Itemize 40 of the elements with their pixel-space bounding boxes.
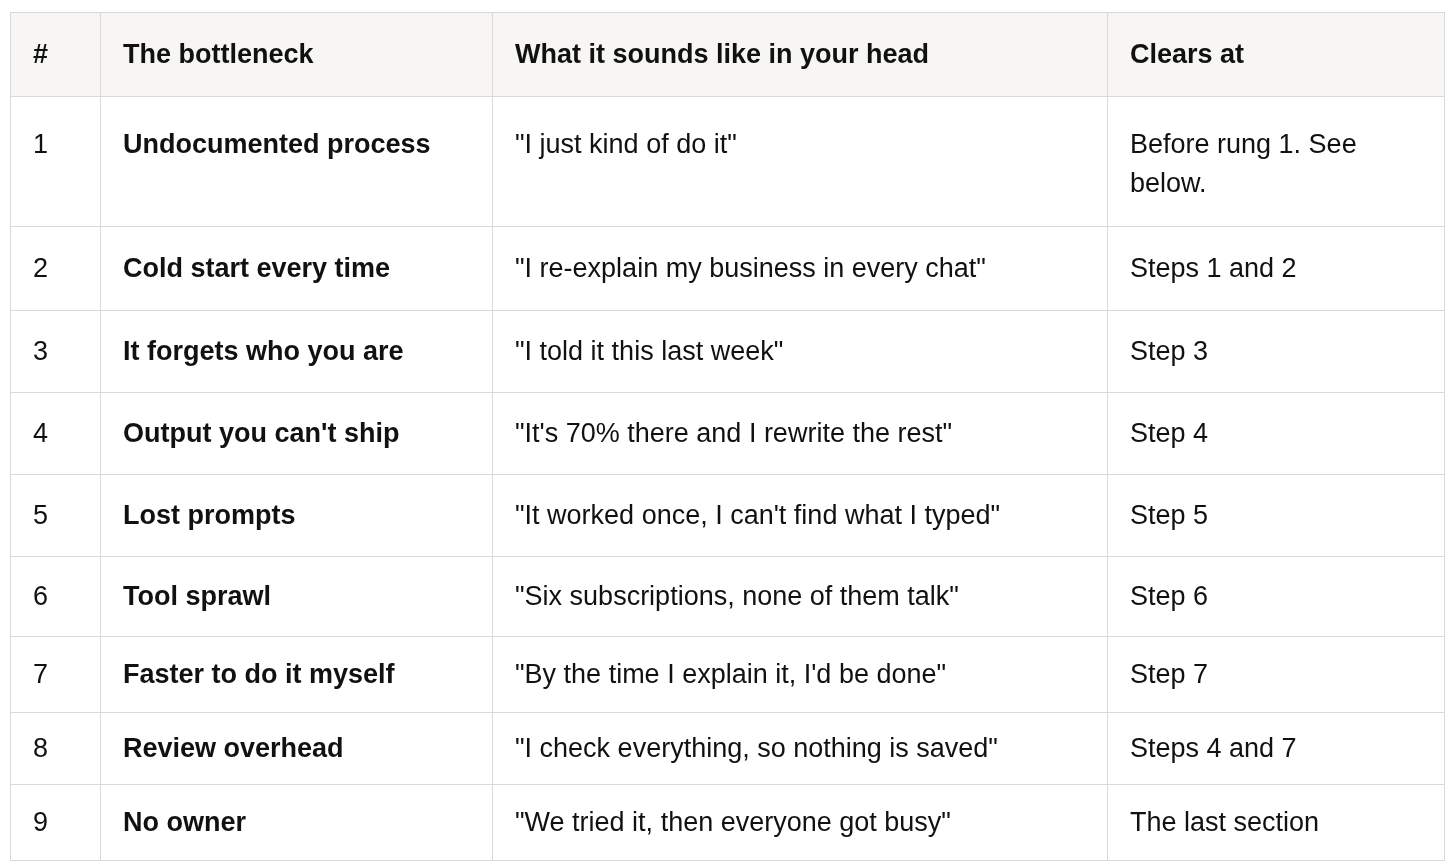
row-number: 6 [33, 580, 49, 611]
row-number: 1 [33, 129, 49, 159]
quote-text: "I just kind of do it" [515, 129, 737, 159]
row-number: 4 [33, 417, 49, 448]
bottleneck-name: It forgets who you are [123, 335, 404, 366]
quote-text: "It worked once, I can't find what I typed" [515, 499, 1001, 530]
clears-at-text: Step 6 [1130, 580, 1209, 611]
quote-text: "I told it this last week" [515, 335, 784, 366]
bottleneck-name: Tool sprawl [123, 580, 271, 611]
quote-text: "Six subscriptions, none of them talk" [515, 580, 959, 611]
row-number: 3 [33, 335, 49, 366]
column-header: The bottleneck [123, 38, 314, 69]
bottleneck-name: No owner [123, 806, 246, 837]
row-number: 7 [33, 658, 49, 689]
column-header: Clears at [1130, 38, 1245, 69]
bottleneck-name: Review overhead [123, 732, 344, 763]
row-number: 8 [33, 732, 49, 763]
clears-at-text: Step 7 [1130, 658, 1209, 689]
clears-at-text: Steps 4 and 7 [1130, 732, 1297, 763]
row-number: 5 [33, 499, 49, 530]
clears-at-text: Steps 1 and 2 [1130, 252, 1297, 283]
quote-text: "It's 70% there and I rewrite the rest" [515, 417, 953, 448]
quote-text: "I re-explain my business in every chat" [515, 252, 986, 283]
bottleneck-name: Lost prompts [123, 499, 296, 530]
clears-at-text: Step 4 [1130, 417, 1209, 448]
clears-at-text: The last section [1130, 806, 1320, 837]
bottleneck-name: Output you can't ship [123, 417, 400, 448]
row-number: 2 [33, 252, 49, 283]
bottleneck-name: Undocumented process [123, 129, 431, 159]
bottleneck-name: Cold start every time [123, 252, 391, 283]
quote-text: "We tried it, then everyone got busy" [515, 806, 951, 837]
quote-text: "I check everything, so nothing is saved" [515, 732, 998, 763]
bottleneck-name: Faster to do it myself [123, 658, 395, 689]
clears-at-text: Step 5 [1130, 499, 1209, 530]
clears-at-text: Step 3 [1130, 335, 1209, 366]
column-header: # [33, 38, 49, 69]
clears-at-text: Before rung 1. See below. [1130, 129, 1357, 199]
quote-text: "By the time I explain it, I'd be done" [515, 658, 947, 689]
column-header: What it sounds like in your head [515, 38, 930, 69]
row-number: 9 [33, 806, 49, 837]
